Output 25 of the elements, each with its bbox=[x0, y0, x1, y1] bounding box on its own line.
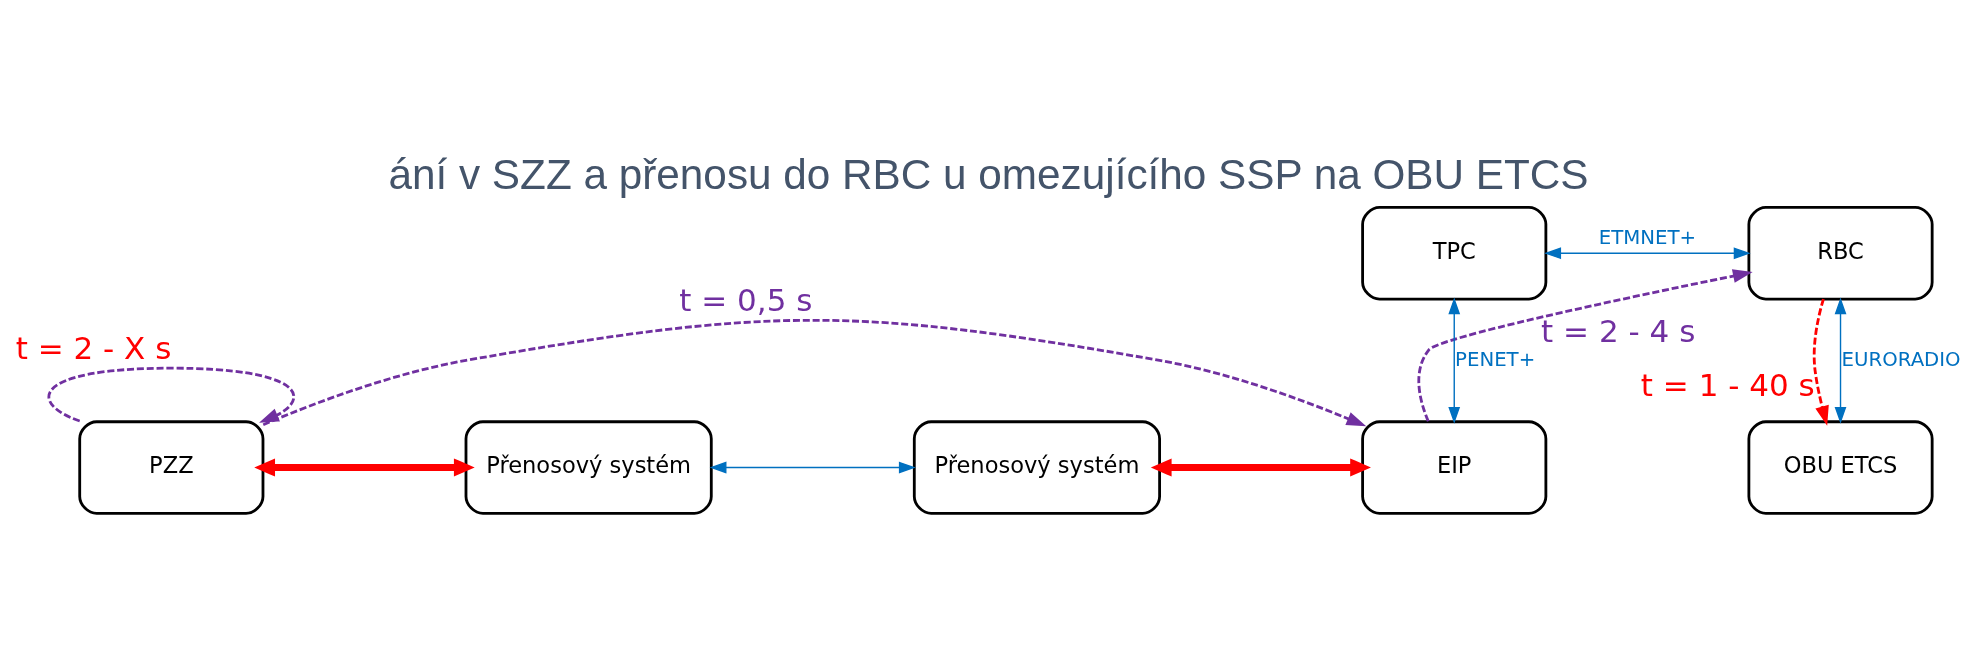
edge-label: t = 2 - X s bbox=[15, 329, 172, 366]
arrow bbox=[47, 366, 296, 423]
edge-label: ETMNET+ bbox=[1598, 225, 1697, 249]
node-box: TPC bbox=[1361, 205, 1548, 300]
arrow bbox=[1812, 298, 1829, 426]
node-box: Přenosový systém bbox=[912, 419, 1161, 515]
edge-label: EURORADIO bbox=[1841, 347, 1961, 371]
arrow bbox=[1834, 296, 1847, 424]
edge-label: t = 2 - 4 s bbox=[1541, 312, 1696, 349]
edge-label: PENET+ bbox=[1455, 347, 1536, 371]
arrow bbox=[709, 461, 916, 473]
arrow bbox=[262, 318, 1367, 426]
arrow bbox=[1448, 296, 1461, 424]
arrow bbox=[1544, 246, 1751, 259]
diagram-title: ání v SZZ a přenosu do RBC u omezujícího SSP na OBU ETCS bbox=[388, 150, 1589, 198]
node-box: PZZ bbox=[78, 419, 265, 515]
node-box: EIP bbox=[1361, 419, 1548, 515]
node-box: Přenosový systém bbox=[464, 419, 713, 515]
node-box: OBU ETCS bbox=[1747, 419, 1934, 515]
arrow bbox=[254, 457, 475, 477]
edge-label: t = 0,5 s bbox=[679, 281, 813, 318]
node-box: RBC bbox=[1747, 205, 1934, 300]
arrow bbox=[1417, 268, 1753, 422]
edge-label: t = 1 - 40 s bbox=[1640, 366, 1815, 403]
arrow bbox=[1150, 457, 1371, 477]
